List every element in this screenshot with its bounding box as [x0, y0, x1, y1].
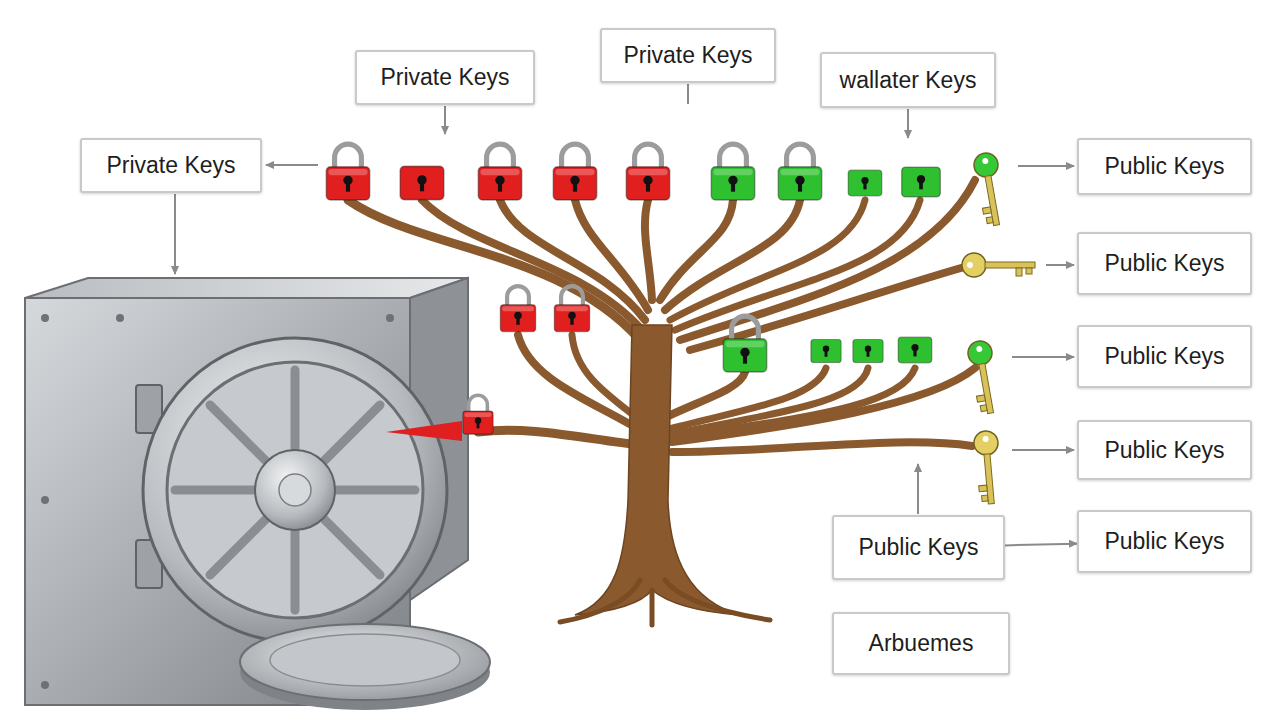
red-pointer [386, 421, 462, 441]
label-box: Arbuemes [832, 612, 1010, 675]
box-label: Public Keys [1104, 250, 1224, 276]
box-label: wallater Keys [840, 67, 977, 93]
label-box: Private Keys [355, 50, 535, 105]
label-box: Private Keys [600, 28, 776, 83]
label-box: Public Keys [1077, 420, 1252, 480]
label-box: Private Keys [80, 138, 262, 193]
box-label: Public Keys [1104, 528, 1224, 554]
padlocks [326, 144, 940, 434]
keys [962, 151, 1035, 505]
label-box: Public Keys [832, 515, 1005, 580]
vault [25, 278, 468, 705]
box-label: Arbuemes [869, 630, 974, 656]
label-box: wallater Keys [820, 52, 996, 108]
box-label: Public Keys [1104, 437, 1224, 463]
vault-lid [240, 624, 490, 710]
label-box: Public Keys [1077, 232, 1252, 295]
label-box: Public Keys [1077, 138, 1252, 195]
label-box: Public Keys [1077, 510, 1252, 573]
box-label: Private Keys [106, 152, 235, 178]
box-label: Private Keys [623, 42, 752, 68]
box-label: Public Keys [1104, 343, 1224, 369]
box-label: Public Keys [858, 534, 978, 560]
label-box: Public Keys [1077, 325, 1252, 388]
connector-arrow [1005, 544, 1077, 546]
leader-lines [175, 84, 1074, 514]
box-label: Private Keys [380, 64, 509, 90]
box-label: Public Keys [1104, 153, 1224, 179]
